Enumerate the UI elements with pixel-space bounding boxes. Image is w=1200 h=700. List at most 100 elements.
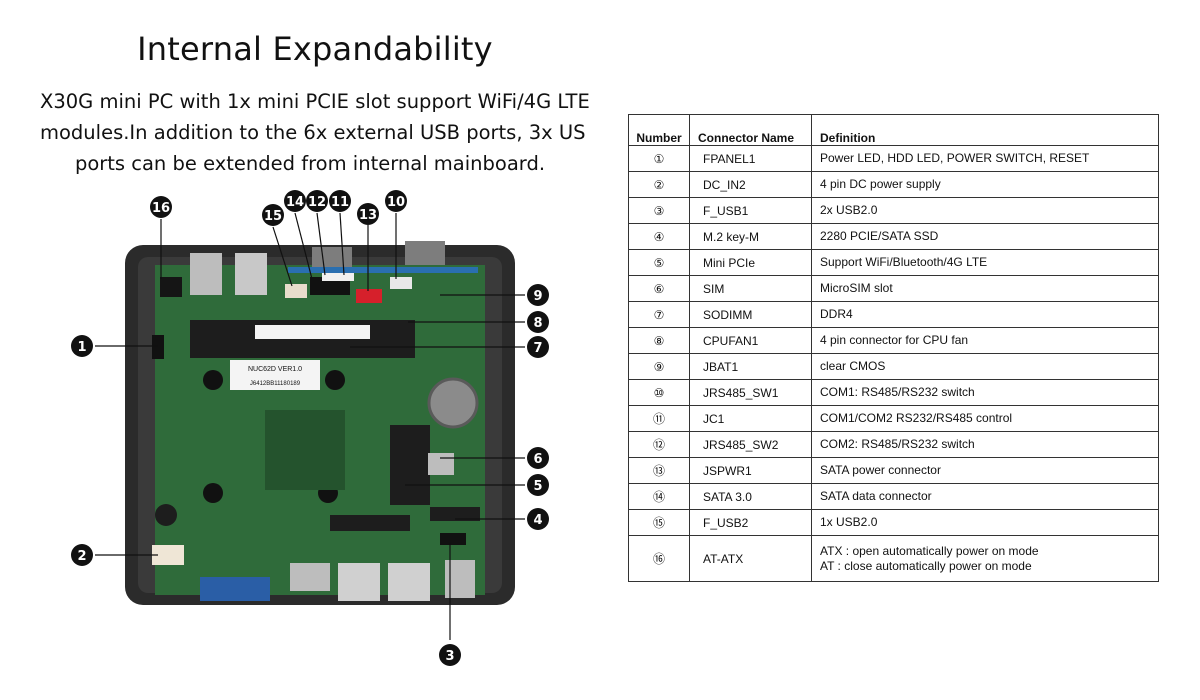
cmos-battery	[427, 377, 479, 429]
cell-definition: DDR4	[811, 301, 1159, 328]
cell-definition: SATA power connector	[811, 457, 1159, 484]
cell-connector-name: M.2 key-M	[689, 223, 812, 250]
cell-connector-name: SIM	[689, 275, 812, 302]
leader-12	[316, 212, 326, 276]
callout-2: 2	[71, 544, 93, 566]
callout-15: 15	[262, 204, 284, 226]
table-header-row: Number Connector Name Definition	[628, 114, 1159, 146]
svg-text:10: 10	[387, 195, 405, 210]
cell-definition: COM1/COM2 RS232/RS485 control	[811, 405, 1159, 432]
definition-line: Power LED, HDD LED, POWER SWITCH, RESET	[820, 151, 1090, 165]
cell-number: ⑬	[628, 457, 690, 484]
cell-connector-name: F_USB1	[689, 197, 812, 224]
callout-16: 16	[150, 196, 172, 218]
sodimm-label	[255, 325, 370, 339]
cell-connector-name: Mini PCIe	[689, 249, 812, 276]
dc-in-connector	[152, 545, 184, 565]
cell-definition: SATA data connector	[811, 483, 1159, 510]
cell-connector-name: CPUFAN1	[689, 327, 812, 354]
cell-number: ⑪	[628, 405, 690, 432]
mainboard-figure: NUC62D VER1.0 J6412BB11180189	[71, 190, 549, 666]
cell-number: ⑯	[628, 535, 690, 582]
usb-port-bottom-1	[338, 563, 380, 601]
board-sticker	[230, 360, 320, 390]
usb-port-top-1	[190, 253, 222, 295]
definition-line: DDR4	[820, 307, 853, 321]
svg-text:14: 14	[286, 195, 304, 210]
cell-definition: 2280 PCIE/SATA SSD	[811, 223, 1159, 250]
cell-number: ⑥	[628, 275, 690, 302]
definition-line: 4 pin connector for CPU fan	[820, 333, 969, 347]
minipcie-slot	[390, 425, 430, 505]
definition-line: 2280 PCIE/SATA SSD	[820, 229, 939, 243]
subtitle-line-1: X30G mini PC with 1x mini PCIE slot supp…	[40, 90, 590, 113]
cell-number: ⑦	[628, 301, 690, 328]
svg-text:4: 4	[533, 513, 542, 528]
cell-definition: clear CMOS	[811, 353, 1159, 380]
header-15	[285, 284, 307, 298]
svg-text:5: 5	[533, 479, 542, 494]
usb-header-3	[440, 533, 466, 545]
svg-text:9: 9	[533, 289, 542, 304]
cell-connector-name: F_USB2	[689, 509, 812, 536]
definition-line: SATA data connector	[820, 489, 932, 503]
subtitle-line-2: modules.In addition to the 6x external U…	[40, 121, 586, 144]
cell-number: ⑮	[628, 509, 690, 536]
callout-1: 1	[71, 335, 93, 357]
callout-14: 14	[284, 190, 306, 212]
definition-line: COM1: RS485/RS232 switch	[820, 385, 975, 399]
mount-hole-3	[203, 483, 223, 503]
header-13	[356, 289, 382, 303]
svg-text:2: 2	[77, 549, 86, 564]
cell-definition: Support WiFi/Bluetooth/4G LTE	[811, 249, 1159, 276]
buzzer	[155, 504, 177, 526]
subtitle: X30G mini PC with 1x mini PCIE slot supp…	[40, 86, 590, 179]
cell-number: ②	[628, 171, 690, 198]
definition-line: COM2: RS485/RS232 switch	[820, 437, 975, 451]
callout-9: 9	[527, 284, 549, 306]
leader-11	[339, 212, 345, 276]
svg-text:15: 15	[264, 209, 282, 224]
cell-connector-name: SATA 3.0	[689, 483, 812, 510]
header-10	[390, 277, 412, 289]
callout-13: 13	[357, 203, 379, 225]
callout-4: 4	[527, 508, 549, 530]
callout-10: 10	[385, 190, 407, 212]
com-port-top-2	[405, 241, 445, 265]
fpanel-header	[152, 335, 164, 359]
cell-number: ⑨	[628, 353, 690, 380]
atx-jumper	[160, 277, 182, 297]
callout-12: 12	[306, 190, 328, 212]
definition-line: SATA power connector	[820, 463, 941, 477]
svg-text:3: 3	[445, 649, 454, 664]
top-header-strip	[288, 267, 478, 273]
subtitle-line-3: ports can be extended from internal main…	[74, 152, 546, 175]
svg-text:16: 16	[152, 201, 170, 216]
cell-number: ④	[628, 223, 690, 250]
header-12	[322, 273, 338, 281]
header-connector-name: Connector Name	[689, 114, 812, 146]
vga-port	[200, 577, 270, 601]
callout-5: 5	[527, 474, 549, 496]
definition-line: 2x USB2.0	[820, 203, 878, 217]
cell-definition: 1x USB2.0	[811, 509, 1159, 536]
cell-connector-name: JC1	[689, 405, 812, 432]
cell-connector-name: JRS485_SW1	[689, 379, 812, 406]
mount-hole-1	[203, 370, 223, 390]
cell-definition: MicroSIM slot	[811, 275, 1159, 302]
svg-text:6: 6	[533, 452, 542, 467]
cell-number: ⑭	[628, 483, 690, 510]
sim-slot	[428, 453, 454, 475]
cell-connector-name: DC_IN2	[689, 171, 812, 198]
